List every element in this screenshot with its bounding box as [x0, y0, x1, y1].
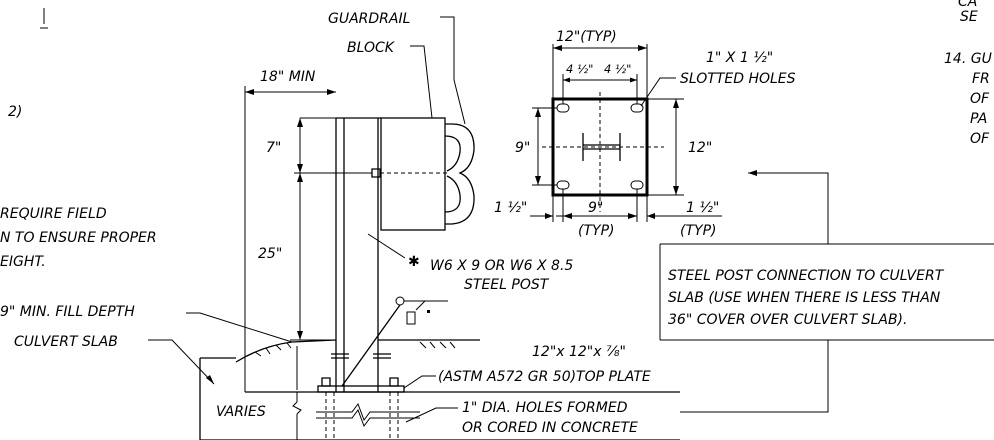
arrowhead [647, 213, 655, 219]
left-reference-text: 2) [8, 104, 22, 120]
right-text-of2: OF [970, 131, 990, 147]
post-label-line2: STEEL POST [464, 277, 550, 293]
arrowhead [545, 213, 553, 219]
slab-break-line [316, 402, 420, 422]
arrowhead [206, 375, 214, 384]
right-text-pa: PA [970, 111, 987, 127]
right-text-ca: CA [958, 0, 977, 10]
fill-depth-leader [186, 312, 293, 343]
arrowhead [673, 99, 679, 108]
arrowhead [553, 45, 562, 51]
reference-dot [427, 310, 430, 313]
dim-7-label: 7" [266, 140, 281, 156]
slotted-hole [556, 180, 570, 190]
arrowhead [630, 77, 637, 83]
connection-note-line1: STEEL POST CONNECTION TO CULVERT [668, 268, 945, 284]
slotted-holes-leader [640, 77, 676, 107]
arrowhead [673, 186, 679, 195]
top-plate-label-line2: (ASTM A572 GR 50)TOP PLATE [438, 369, 651, 385]
arrowhead [327, 89, 336, 95]
holes-label-line1: 1" DIA. HOLES FORMED [462, 400, 628, 416]
slotted-hole [556, 103, 570, 113]
guardrail-leader [440, 16, 466, 125]
arrowhead [535, 108, 541, 117]
reference-box [406, 311, 416, 325]
arrowhead [297, 118, 303, 127]
anchor-nut [321, 377, 399, 387]
w-beam-guardrail [445, 123, 475, 225]
dim-1-5-right-label: 1 ½" [686, 200, 719, 216]
slotted-holes-label-line1: 1" X 1 ½" [706, 50, 773, 66]
top-plate-label-line1: 12"x 12"x ⅞" [532, 344, 626, 360]
slab-break-line [316, 408, 420, 428]
dim-4-5-right-label: 4 ½" [604, 62, 631, 76]
holes-label-line2: OR CORED IN CONCRETE [462, 420, 638, 436]
right-note-number: 14. GU [944, 51, 992, 67]
fill-depth-label: 9" MIN. FILL DEPTH [0, 304, 135, 320]
post-label-line1: W6 X 9 OR W6 X 8.5 [430, 258, 573, 274]
holes-leader [405, 407, 458, 423]
dim-25-label: 25" [258, 246, 282, 262]
block-leader [410, 45, 433, 119]
post-star-mark: ✱ [408, 254, 420, 270]
arrowhead [563, 213, 572, 219]
note-leader-bottom [680, 340, 829, 413]
connection-note-line3: 36" COVER OVER CULVERT SLAB). [668, 312, 907, 328]
bolt-head [371, 168, 381, 178]
post-label-leader [367, 233, 406, 259]
guardrail-label: GUARDRAIL [328, 11, 410, 27]
arrowhead [297, 164, 303, 173]
connection-note: STEEL POST CONNECTION TO CULVERT SLAB (U… [659, 170, 994, 413]
top-plate-leader [403, 375, 436, 389]
plate-leader [341, 304, 401, 387]
arrowhead [297, 173, 303, 182]
block-label: BLOCK [347, 40, 396, 56]
reference-circle [395, 296, 405, 306]
ground-surface [235, 339, 337, 363]
arrowhead [563, 77, 570, 83]
right-text-of1: OF [970, 91, 990, 107]
dim-4-5-left-label: 4 ½" [566, 62, 593, 76]
right-fragment: CA SE 14. GU FR OF PA OF [944, 0, 992, 147]
culvert-slab-label: CULVERT SLAB [14, 334, 118, 350]
right-text-se: SE [960, 9, 978, 25]
arrowhead [297, 331, 303, 340]
left-note-line1: REQUIRE FIELD [0, 206, 107, 222]
left-note-line3: EIGHT. [0, 254, 46, 270]
arrowhead [245, 89, 254, 95]
connection-note-line2: SLAB (USE WHEN THERE IS LESS THAN [668, 290, 941, 306]
varies-label: VARIES [216, 404, 266, 420]
note-leader-top [748, 172, 829, 244]
left-fragment: 2) REQUIRE FIELD N TO ENSURE PROPER EIGH… [0, 8, 157, 270]
dim-9-bottom-label: 9" [588, 200, 603, 216]
spacer-block [380, 117, 446, 231]
slotted-hole [630, 180, 644, 190]
varies-break [292, 401, 302, 415]
arrowhead [748, 170, 757, 176]
arrowhead [638, 45, 647, 51]
w-beam-guardrail-inner [444, 135, 461, 213]
left-note-line2: N TO ENSURE PROPER [0, 230, 157, 246]
culvert-slab-leader [148, 339, 215, 385]
slotted-holes-label-line2: SLOTTED HOLES [680, 71, 796, 87]
elevation-view: 18" MIN 7" 25" GUARDRAIL BLOCK [0, 11, 680, 440]
dim-9-left-label: 9" [515, 140, 530, 156]
plate-plan-view: 12"(TYP) 4 ½" 4 ½" 1" X 1 ½" SLOTTED HOL… [494, 29, 796, 239]
dim-18-min-label: 18" MIN [260, 69, 316, 85]
reference-tick [415, 300, 426, 311]
dim-1-5-right-typ: (TYP) [680, 223, 716, 239]
arrowhead [535, 176, 541, 185]
dim-12-typ-label: 12"(TYP) [556, 29, 617, 45]
top-plate [317, 385, 405, 393]
dim-1-5-left-label: 1 ½" [494, 200, 527, 216]
arrowhead [628, 213, 637, 219]
dim-12-right-label: 12" [688, 140, 712, 156]
dim-9-bottom-typ: (TYP) [578, 223, 614, 239]
right-text-fr: FR [972, 71, 990, 87]
soil-hatch [254, 341, 456, 357]
